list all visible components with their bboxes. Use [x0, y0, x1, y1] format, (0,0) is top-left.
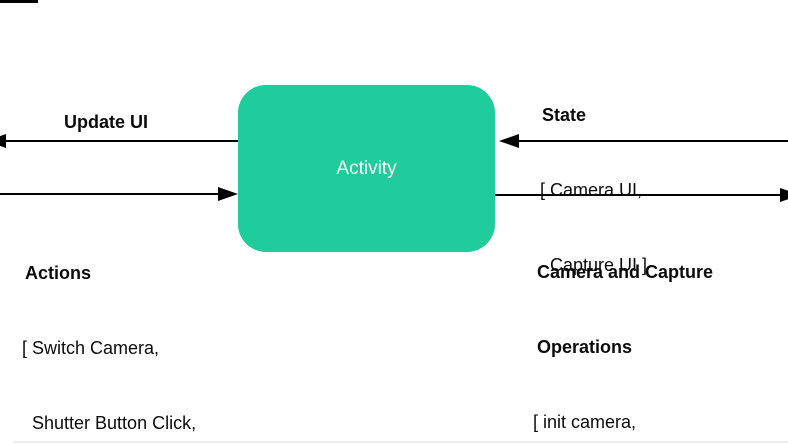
update-ui-arrow-line: [0, 140, 238, 142]
camera-ops-label-title: Camera and Capture: [537, 262, 714, 282]
activity-node: Activity: [238, 85, 495, 252]
actions-label-line: Shutter Button Click,: [22, 413, 197, 433]
camera-ops-arrowhead-right-icon: [780, 188, 788, 202]
activity-node-label: Activity: [336, 157, 397, 179]
actions-arrowhead-right-icon: [218, 187, 238, 201]
state-arrow-line: [513, 140, 788, 142]
state-label-title: State: [542, 105, 587, 125]
state-label-line: [ Camera UI,: [540, 180, 643, 200]
actions-label-line: [ Switch Camera,: [22, 338, 160, 358]
camera-ops-arrow-line: [495, 194, 788, 196]
state-label-line: Capture UI ]: [540, 255, 648, 275]
update-ui-arrowhead-left-icon: [0, 134, 6, 148]
camera-ops-label-line: [ init camera,: [533, 412, 637, 432]
camera-ops-label-title: Operations: [537, 337, 633, 357]
actions-label-title: Actions: [25, 263, 92, 283]
bottom-edge-fragment: [14, 441, 788, 443]
state-arrowhead-left-icon: [499, 134, 519, 148]
top-edge-fragment: [0, 0, 38, 3]
actions-label-block: Actions [ Switch Camera, Shutter Button …: [22, 211, 240, 444]
update-ui-label: Update UI: [64, 112, 149, 132]
camera-ops-label-block: Camera and Capture Operations [ init cam…: [533, 210, 713, 444]
state-label-block: State [ Camera UI, Capture UI ]: [540, 53, 647, 328]
actions-arrow-line: [0, 193, 224, 195]
